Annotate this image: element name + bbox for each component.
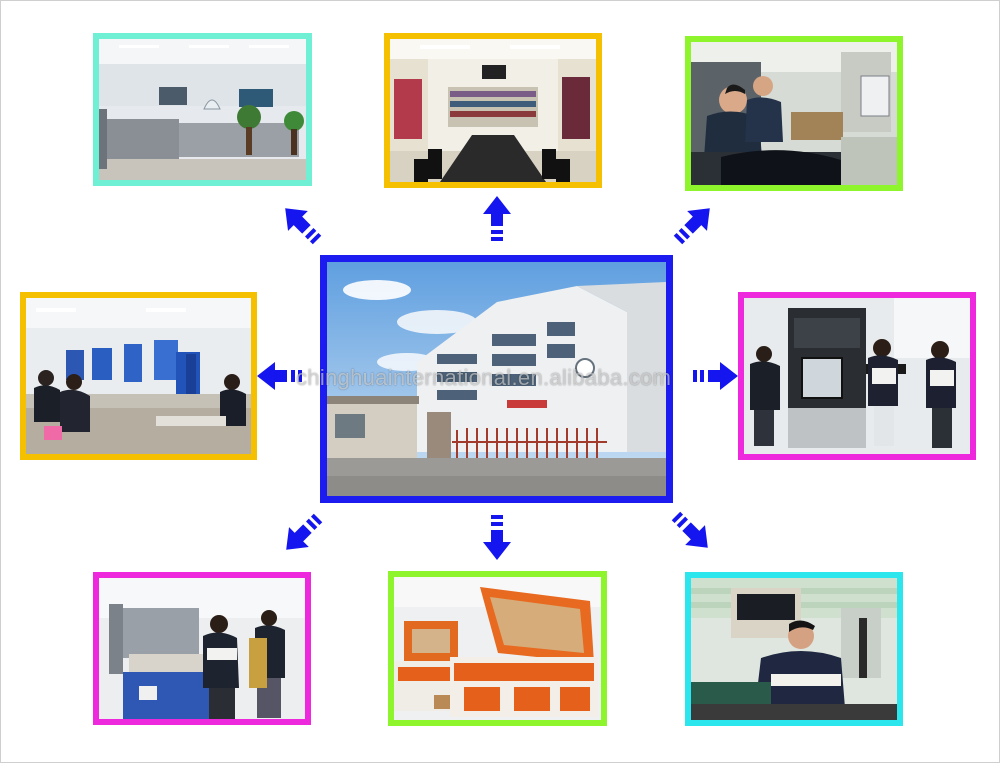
office-photo	[93, 33, 312, 186]
arrow-up-left-icon	[275, 198, 327, 250]
laser-photo	[388, 571, 607, 726]
hf-welding-workers-photo-icon	[26, 298, 251, 454]
hf-machine-workers-photo-icon	[744, 298, 970, 454]
arrow-down-right-icon	[666, 506, 718, 558]
sewing-workers-photo-icon	[691, 42, 897, 185]
arrow-down-icon	[483, 515, 511, 560]
cutting-photo	[93, 572, 311, 725]
sewing-photo	[685, 36, 903, 191]
hf-machines-photo	[20, 292, 257, 460]
showroom-photo	[384, 33, 602, 188]
arrow-up-right-icon	[668, 198, 720, 250]
watermark-text: chinghuainternational.en.alibaba.com	[296, 365, 672, 390]
hydraulic-cutting-machine-photo-icon	[99, 578, 305, 719]
arrow-up-icon	[483, 196, 511, 241]
showroom-meeting-room-photo-icon	[390, 39, 596, 182]
office-cubicles-photo-icon	[99, 39, 306, 180]
operator-photo	[685, 572, 903, 726]
factory-photo	[320, 255, 673, 503]
arrow-down-left-icon	[276, 508, 328, 560]
factory-building-photo-icon	[327, 262, 666, 496]
embossing-photo	[738, 292, 976, 460]
laser-cutting-machine-photo-icon	[394, 577, 601, 720]
machine-operator-photo-icon	[691, 578, 897, 720]
